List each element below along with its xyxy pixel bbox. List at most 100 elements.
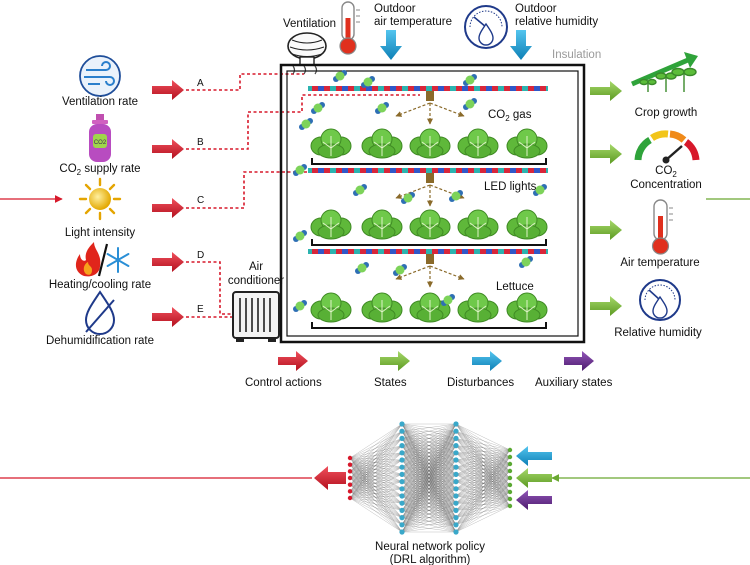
co2-molecule xyxy=(311,102,325,114)
air-conditioner-label-1: Air xyxy=(249,261,263,273)
nn-node xyxy=(347,495,353,501)
lettuce-plant xyxy=(457,128,499,159)
nn-node xyxy=(399,450,405,456)
dash-c xyxy=(186,171,420,209)
outdoor-hum-label-1: Outdoor xyxy=(515,3,557,15)
nn-node xyxy=(347,489,353,494)
ventilation-fan-icon xyxy=(287,32,327,75)
lettuce-plant xyxy=(409,209,451,240)
co2-molecule xyxy=(293,164,307,176)
disturbance-arrow-temp xyxy=(380,30,402,60)
control-arrow-a xyxy=(152,80,184,100)
nn-node xyxy=(507,482,513,488)
legend-label-disturbances: Disturbances xyxy=(447,377,514,389)
crop-growth-label: Crop growth xyxy=(635,107,698,119)
nn-node xyxy=(507,468,513,474)
nn-node xyxy=(507,447,513,453)
nn-node xyxy=(453,507,459,513)
nn-node xyxy=(347,482,353,487)
nn-node xyxy=(453,428,459,434)
co2-molecule xyxy=(299,118,313,130)
co2-molecule xyxy=(441,294,455,306)
letter-e: E xyxy=(197,304,204,315)
thermometer-icon xyxy=(651,199,673,255)
nn-node xyxy=(507,503,513,509)
fire-snowflake-icon xyxy=(75,242,130,277)
lettuce-plant xyxy=(310,292,352,323)
thermometer-top-icon xyxy=(339,1,360,55)
led-strip-3 xyxy=(308,249,548,254)
nn-node xyxy=(453,457,459,463)
gas-cylinder-icon: CO2 xyxy=(89,114,111,162)
nn-node xyxy=(399,457,405,463)
legend-swatch-control xyxy=(278,351,308,371)
letter-d: D xyxy=(197,250,204,261)
nn-node xyxy=(453,443,459,449)
nn-node xyxy=(507,496,513,502)
nn-label-1: Neural network policy xyxy=(375,541,485,553)
nn-node xyxy=(507,454,513,460)
nn-node xyxy=(507,475,513,481)
nn-node xyxy=(399,486,405,492)
nn-label-2: (DRL algorithm) xyxy=(390,554,471,565)
nn-node xyxy=(453,486,459,492)
legend-swatch-states xyxy=(380,351,410,371)
co2-molecule xyxy=(293,300,307,312)
led-strip-2 xyxy=(308,168,548,173)
input-label-co2-supply: CO2 supply rate xyxy=(59,163,140,177)
nn-node xyxy=(399,479,405,485)
nn-node xyxy=(453,421,459,427)
lettuce-plant xyxy=(310,128,352,159)
nn-node xyxy=(453,500,459,506)
sun-icon xyxy=(78,177,122,221)
nn-node xyxy=(507,461,513,467)
control-arrow-c xyxy=(152,198,184,218)
co2-molecule xyxy=(355,262,369,274)
legend-swatch-disturbances xyxy=(472,351,502,371)
droplet-slash-icon xyxy=(84,290,116,335)
nn-node xyxy=(453,479,459,485)
seedling-growth-icon xyxy=(631,52,698,92)
nn-node xyxy=(399,529,405,535)
nn-node xyxy=(453,493,459,499)
nn-node xyxy=(399,500,405,506)
lettuce-plant xyxy=(409,128,451,159)
air-conditioner-icon xyxy=(232,291,280,342)
shelves xyxy=(311,158,547,329)
dash-a xyxy=(186,73,304,91)
nn-node xyxy=(453,522,459,528)
nn-input-arrow-disturbances xyxy=(516,446,552,466)
legend-label-states: States xyxy=(374,377,407,389)
nn-node xyxy=(399,464,405,470)
co2-molecules xyxy=(293,70,547,312)
svg-text:CO2: CO2 xyxy=(94,140,107,146)
control-arrows xyxy=(152,80,184,327)
nn-node xyxy=(453,529,459,535)
co2-concentration-label-2: Concentration xyxy=(630,179,702,191)
lettuce-plant xyxy=(310,209,352,240)
hygrometer-icon xyxy=(639,279,681,321)
co2-molecule xyxy=(463,74,477,86)
chamber-inner-wall xyxy=(286,70,579,337)
co2-molecule xyxy=(533,184,547,196)
air-temperature-label: Air temperature xyxy=(620,257,699,269)
outdoor-temp-label-1: Outdoor xyxy=(374,3,416,15)
legend-swatch-auxiliary xyxy=(564,351,594,371)
led-lights-label: LED lights xyxy=(484,181,537,193)
nn-node xyxy=(399,507,405,513)
lettuce-plant xyxy=(361,209,403,240)
neural-network-edges xyxy=(349,423,511,533)
led-strips xyxy=(308,86,548,264)
co2-molecule xyxy=(375,102,389,114)
legend-label-auxiliary: Auxiliary states xyxy=(535,377,613,389)
nn-node xyxy=(399,522,405,528)
nn-node xyxy=(399,515,405,521)
nn-node xyxy=(453,471,459,477)
co2-molecule xyxy=(463,98,477,110)
control-arrow-d xyxy=(152,252,184,272)
nn-node xyxy=(453,464,459,470)
outdoor-hum-label-2: relative humidity xyxy=(515,16,598,28)
lettuce-plant xyxy=(506,292,548,323)
nn-node xyxy=(347,475,353,481)
